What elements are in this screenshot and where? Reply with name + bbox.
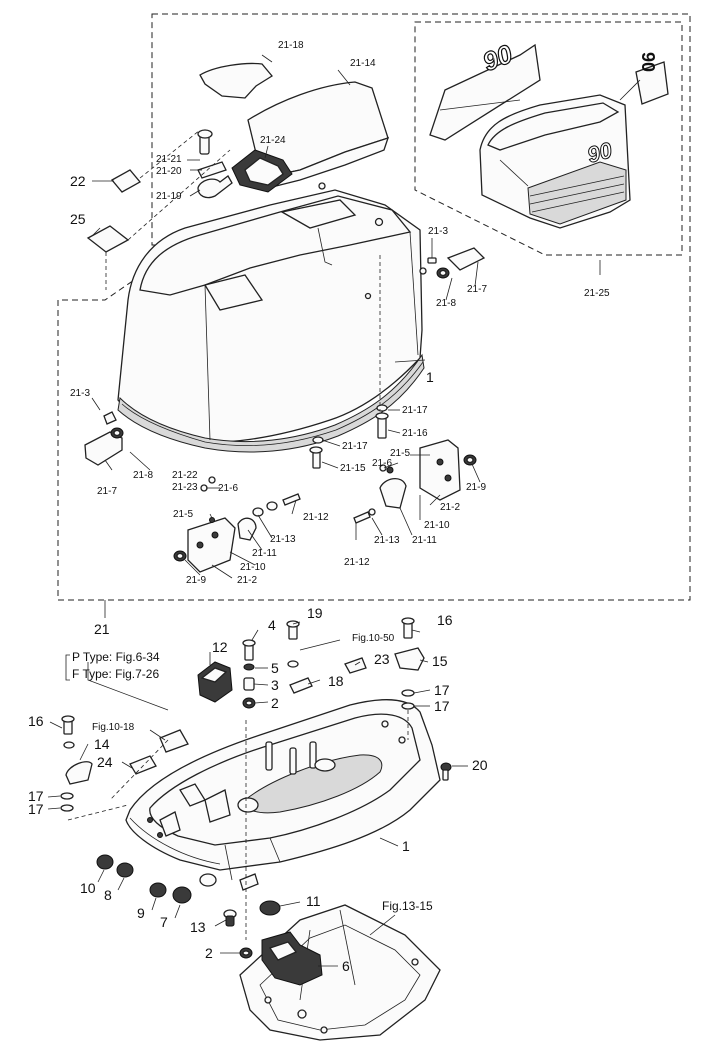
callout-21-11-right: 21-11	[412, 535, 437, 546]
base-plate	[239, 904, 441, 1041]
callout-21-16: 21-16	[402, 428, 428, 439]
callout-24: 24	[97, 754, 113, 770]
nut-2-bottom	[239, 947, 253, 959]
callout-12: 12	[212, 639, 228, 655]
bottom-cowling	[125, 699, 441, 891]
callout-21-22: 21-22	[172, 470, 198, 481]
callout-11: 11	[306, 893, 321, 909]
plug-12	[197, 661, 233, 703]
callout-21-2-right: 21-2	[440, 502, 460, 513]
grommet-21-7-left	[84, 411, 124, 466]
leader-lines	[47, 54, 601, 967]
callout-21-3-right: 21-3	[428, 226, 448, 237]
callout-22: 22	[70, 173, 86, 189]
callout-21-25: 21-25	[584, 288, 610, 299]
grommet-21-7-right	[419, 247, 486, 279]
callout-21-17-b: 21-17	[342, 441, 368, 452]
callout-19: 19	[307, 605, 323, 621]
callout-1-top: 1	[426, 369, 434, 385]
screw-20	[440, 762, 452, 781]
callout-21-7-right: 21-7	[467, 284, 487, 295]
callout-16-left: 16	[28, 713, 44, 729]
bracket-21-2-left	[173, 484, 301, 573]
bolt-13	[223, 909, 237, 927]
decal-22	[110, 169, 142, 193]
callout-21: 21	[94, 621, 110, 637]
callout-8: 8	[104, 887, 112, 903]
callout-21-7-left: 21-7	[97, 486, 117, 497]
assembly-21-25-boundary	[414, 21, 683, 256]
callout-1-bottom: 1	[402, 838, 410, 854]
callout-4: 4	[268, 617, 276, 633]
bolt-stack-2-5	[242, 639, 256, 709]
callout-2-bottom: 2	[205, 945, 213, 961]
reference-fig-10-18: Fig.10-18	[92, 722, 135, 733]
type-reference-bracket	[65, 654, 70, 681]
p-type-reference: P Type: Fig.6-34	[72, 650, 160, 664]
callout-21-13-left: 21-13	[270, 534, 296, 545]
callout-21-12-left: 21-12	[303, 512, 329, 523]
latch-21-19	[197, 129, 233, 199]
bolt-19	[286, 620, 313, 694]
callout-21-8-right: 21-8	[436, 298, 456, 309]
callout-5: 5	[271, 660, 279, 676]
callout-21-6-right: 21-6	[372, 458, 392, 469]
callout-21-3-left: 21-3	[70, 388, 90, 399]
callout-21-23: 21-23	[172, 482, 198, 493]
callout-21-17-a: 21-17	[402, 405, 428, 416]
callout-21-5-right: 21-5	[390, 448, 410, 459]
callout-21-5-left: 21-5	[173, 509, 193, 520]
callout-21-10-right: 21-10	[424, 520, 450, 531]
callout-7: 7	[160, 914, 168, 930]
callout-17-c: 17	[28, 788, 44, 804]
bracket-14	[60, 715, 189, 812]
callout-10: 10	[80, 880, 96, 896]
reference-fig-13-15: Fig.13-15	[382, 899, 433, 913]
callout-21-8-left: 21-8	[133, 470, 153, 481]
decal-model-right: 90	[638, 52, 658, 72]
callout-21-9-left: 21-9	[186, 575, 206, 586]
callout-21-2-left: 21-2	[237, 575, 257, 586]
callout-21-11-left: 21-11	[252, 548, 277, 559]
callout-17-a: 17	[434, 682, 450, 698]
callout-25: 25	[70, 211, 86, 227]
callout-21-13-right: 21-13	[374, 535, 400, 546]
callout-2-top: 2	[271, 695, 279, 711]
cover-21-18	[199, 62, 273, 99]
callout-17-d: 17	[28, 801, 44, 817]
callout-21-20: 21-20	[156, 166, 182, 177]
callout-21-14: 21-14	[350, 58, 376, 69]
grommet-11	[259, 900, 281, 916]
callout-6: 6	[342, 958, 350, 974]
knobs-7-10	[96, 854, 192, 904]
callout-14: 14	[94, 736, 110, 752]
decal-set-21-25: 90 90 90	[429, 38, 669, 229]
callout-21-6-left: 21-6	[218, 483, 238, 494]
top-cowling	[117, 81, 425, 484]
callout-17-b: 17	[434, 698, 450, 714]
callout-20: 20	[472, 757, 488, 773]
reference-fig-10-50: Fig.10-50	[352, 633, 395, 644]
callout-21-9-right: 21-9	[466, 482, 486, 493]
callout-21-15: 21-15	[340, 463, 366, 474]
callout-9: 9	[137, 905, 145, 921]
callout-23: 23	[374, 651, 390, 667]
callout-3: 3	[271, 677, 279, 693]
callout-21-12-right: 21-12	[344, 557, 370, 568]
callout-21-18: 21-18	[278, 40, 304, 51]
callout-21-24: 21-24	[260, 135, 286, 146]
bracket-6	[261, 931, 323, 986]
callout-21-10-left: 21-10	[240, 562, 266, 573]
f-type-reference: F Type: Fig.7-26	[72, 667, 159, 681]
callout-21-21: 21-21	[156, 154, 182, 165]
callout-16-right: 16	[437, 612, 453, 628]
decal-25	[86, 225, 130, 253]
bolt-21-16	[309, 404, 389, 469]
callout-13: 13	[190, 919, 206, 935]
callout-21-19: 21-19	[156, 191, 182, 202]
callout-18: 18	[328, 673, 344, 689]
callout-15: 15	[432, 653, 448, 669]
